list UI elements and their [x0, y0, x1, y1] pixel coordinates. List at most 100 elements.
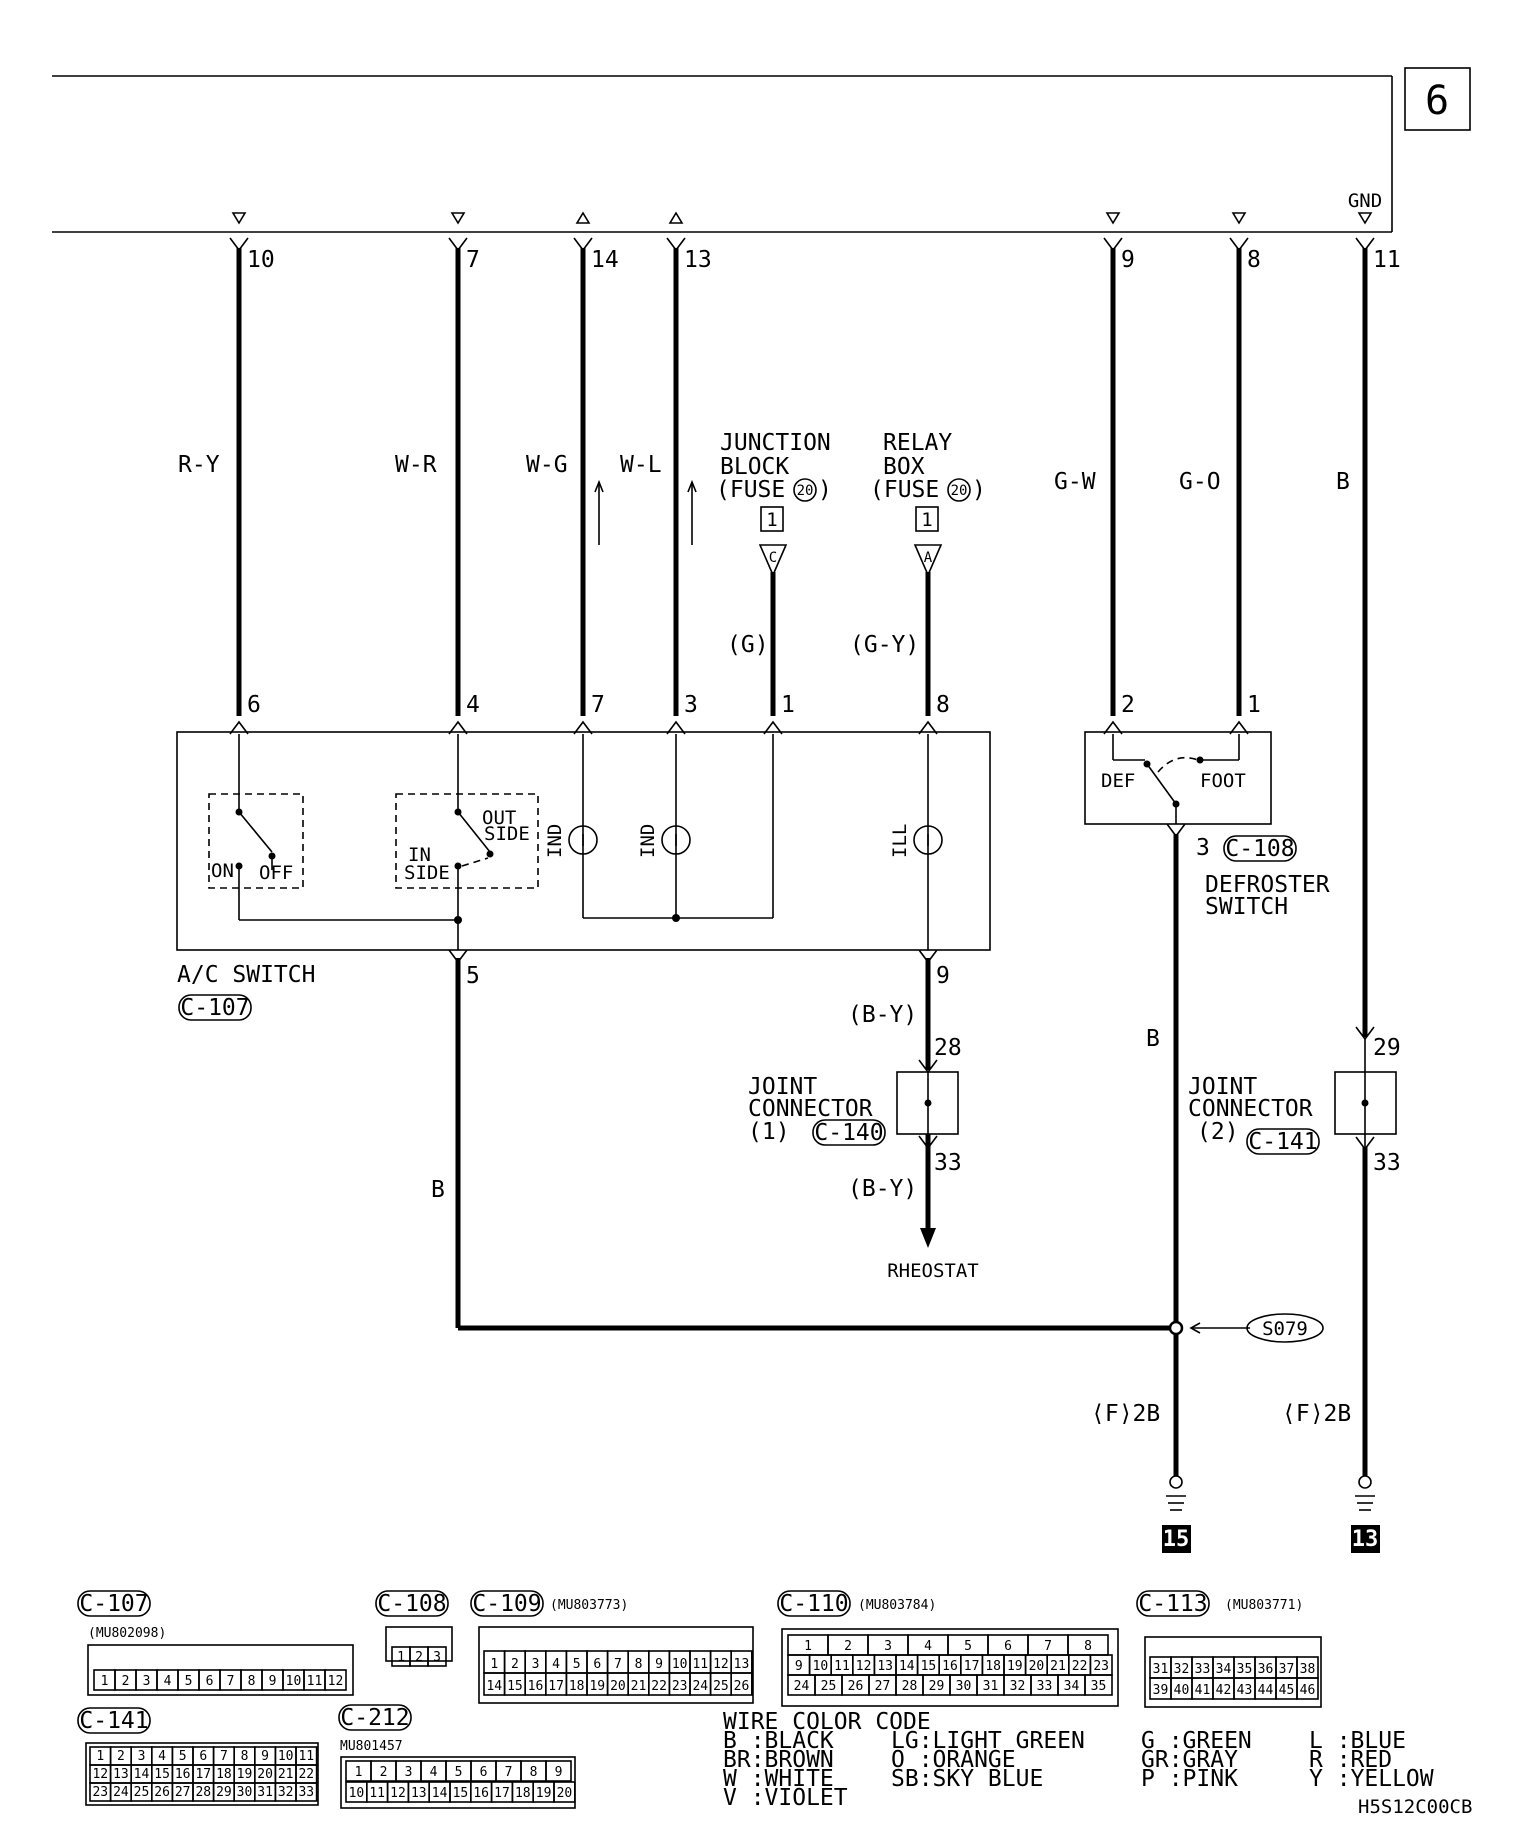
switch-blade: [238, 811, 273, 853]
switch-blade: [1146, 763, 1177, 805]
pin-cell-number: 21: [631, 1679, 647, 1694]
legend-entry: BR:BROWN: [723, 1747, 834, 1773]
pin-cell-number: 10: [672, 1657, 688, 1672]
grounds: ⟨F⟩2B ⟨F⟩2B 15 13: [1091, 1401, 1380, 1553]
pin-cell-number: 28: [902, 1679, 918, 1694]
wire-label: W-L: [620, 452, 662, 478]
pin-cell-number: 19: [536, 1786, 552, 1801]
pin-cell-number: 10: [278, 1749, 294, 1764]
fuse-circle: [793, 478, 817, 502]
pin-cell-number: 1: [96, 1749, 104, 1764]
pin-cell-number: 4: [164, 1674, 172, 1689]
defroster-name: SWITCH: [1205, 894, 1288, 920]
pin-number: 4: [466, 692, 480, 718]
joint-title: JOINT: [748, 1074, 817, 1100]
joint-title: CONNECTOR: [748, 1096, 873, 1122]
ac-switch: 6 4 7 3 1 8 ON OFF OUT SID: [176, 692, 991, 1021]
pin-fork: [448, 720, 468, 735]
pin-number: 9: [936, 963, 950, 989]
rb-title: BOX: [883, 454, 925, 480]
pin-cell-number: 13: [877, 1659, 893, 1674]
pin-cell-number: 13: [113, 1767, 129, 1782]
defroster-name: DEFROSTER: [1205, 872, 1330, 898]
connector-id: C-110: [779, 1591, 848, 1617]
pin-cell-number: 10: [349, 1786, 365, 1801]
ground-terminal: [1169, 1475, 1183, 1489]
jb-title: JUNCTION: [720, 430, 831, 456]
pin-cell-number: 18: [216, 1767, 232, 1782]
pin-arrow-down: [1231, 212, 1247, 225]
pin-fork: [918, 720, 938, 735]
legend-entry: GR:GRAY: [1141, 1747, 1238, 1773]
pin-cell-number: 31: [257, 1785, 273, 1800]
pin-cell-number: 9: [795, 1659, 803, 1674]
pin-cell-number: 5: [964, 1639, 972, 1654]
pin-number: 13: [684, 247, 712, 273]
wire-color-code: WIRE COLOR CODE B :BLACK BR:BROWN W :WHI…: [723, 1709, 1472, 1818]
pin-cell-number: 7: [614, 1657, 622, 1672]
wire-label: (B-Y): [848, 1176, 917, 1202]
pin-cell-number: 7: [505, 1765, 513, 1780]
pin-number: 8: [1247, 247, 1261, 273]
jb-num: 1: [766, 509, 777, 531]
pin-cell-number: 8: [635, 1657, 643, 1672]
pin-cell-number: 4: [924, 1639, 932, 1654]
pin-cell: [324, 1669, 347, 1691]
switch-label-inside: SIDE: [404, 862, 450, 884]
pin-cell-number: 11: [298, 1749, 314, 1764]
diagram-code: H5S12C00CB: [1358, 1796, 1472, 1818]
part-number: (MU803784): [858, 1598, 936, 1613]
pin-cell-number: 16: [473, 1786, 489, 1801]
pin-cell-number: 17: [494, 1786, 510, 1801]
connector-badge: [77, 1590, 151, 1617]
legend-entry: G :GREEN: [1141, 1728, 1252, 1754]
switch-label-on: ON: [211, 860, 234, 882]
pin-cell-number: 39: [1153, 1683, 1169, 1698]
pin-cell-number: 25: [821, 1679, 837, 1694]
c110-housing: [781, 1628, 1119, 1707]
pin-cell-number: 7: [1044, 1639, 1052, 1654]
pin-cell-number: 25: [713, 1679, 729, 1694]
switch-label-def: DEF: [1101, 770, 1135, 792]
pin-cell-number: 2: [415, 1650, 423, 1665]
joint-title: (2): [1197, 1119, 1239, 1145]
pin-cell-number: 3: [532, 1657, 540, 1672]
pin-fork: [1103, 720, 1123, 735]
legend-entry: R :RED: [1309, 1747, 1392, 1773]
pin-number: 8: [936, 692, 950, 718]
joint-title: CONNECTOR: [1188, 1096, 1313, 1122]
pin-cell-number: 9: [655, 1657, 663, 1672]
pin-cell: [427, 1646, 447, 1667]
c109-housing: [478, 1626, 754, 1704]
pin-cell-number: 16: [528, 1679, 544, 1694]
pin-cell-number: 23: [672, 1679, 688, 1694]
wires: [236, 248, 1368, 1476]
pin-number: 10: [247, 247, 275, 273]
pin-cell-number: 33: [298, 1785, 314, 1800]
pin-cell-number: 11: [307, 1674, 323, 1689]
pin-cell-number: 20: [257, 1767, 273, 1782]
pin-cell-number: 15: [921, 1659, 937, 1674]
pin-cell-number: 18: [985, 1659, 1001, 1674]
wire-label: (G): [727, 632, 769, 658]
pin-number: 6: [247, 692, 261, 718]
pin-cell-number: 20: [610, 1679, 626, 1694]
pin-cell-number: 22: [298, 1767, 314, 1782]
switch-blade: [457, 811, 491, 853]
wire-label: W-R: [395, 452, 437, 478]
c107-housing: [87, 1644, 354, 1696]
wire-label: W-G: [526, 452, 568, 478]
pin-cell-number: 6: [206, 1674, 214, 1689]
ground-ref: ⟨F⟩2B: [1091, 1401, 1160, 1427]
pin-cell-number: 46: [1300, 1683, 1316, 1698]
pin-cell-number: 14: [486, 1679, 502, 1694]
wire-label: G-W: [1054, 469, 1096, 495]
pin-cell-number: 12: [856, 1659, 872, 1674]
pin-cell-number: 1: [101, 1674, 109, 1689]
pin-number: 5: [466, 963, 480, 989]
ill-lamp: [913, 825, 943, 855]
pin-cell-number: 9: [269, 1674, 277, 1689]
pin-cell-number: 41: [1195, 1683, 1211, 1698]
connector-badge: [777, 1590, 851, 1617]
